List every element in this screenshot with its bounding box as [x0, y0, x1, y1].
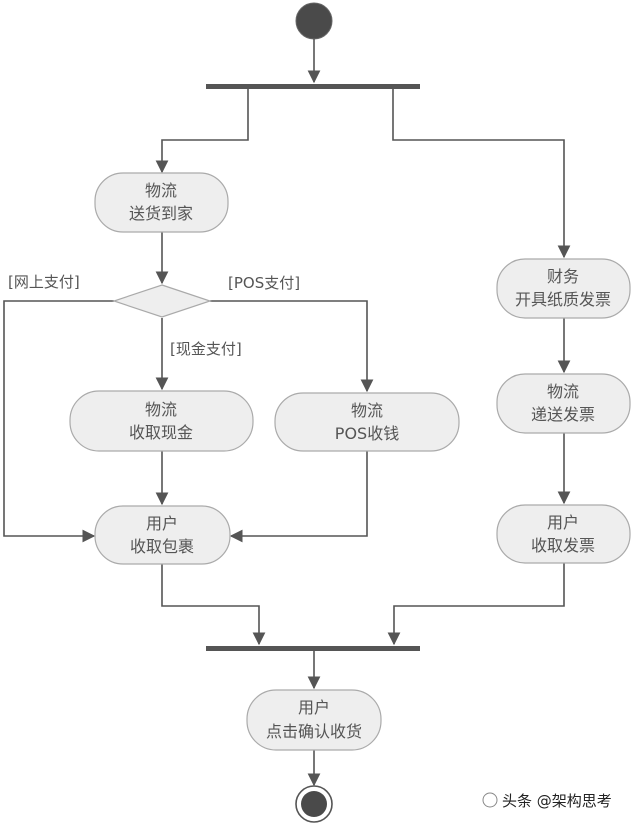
- activity-confirm-receipt-line1: 用户: [298, 698, 330, 717]
- activity-receive-package-line2: 收取包裹: [130, 537, 194, 556]
- activity-collect-cash: 物流 收取现金: [69, 390, 254, 452]
- activity-send-invoice-line1: 物流: [547, 382, 579, 401]
- activity-issue-invoice-line2: 开具纸质发票: [515, 290, 611, 309]
- activity-receive-invoice: 用户 收取发票: [496, 504, 631, 564]
- activity-pos-collect-line2: POS收钱: [335, 424, 399, 443]
- edge-receive-invoice-to-join: [387, 563, 565, 646]
- activity-collect-cash-line2: 收取现金: [129, 423, 193, 442]
- activity-send-invoice-line2: 递送发票: [531, 405, 595, 424]
- fork-bar: [206, 84, 420, 89]
- edge-decision-to-receive-online: [3, 300, 114, 543]
- edge-fork-to-invoice: [392, 89, 571, 259]
- watermark: 头条 @架构思考: [482, 792, 612, 810]
- activity-deliver-line2: 送货到家: [129, 204, 193, 223]
- payment-decision: [112, 284, 212, 318]
- activity-issue-invoice: 财务 开具纸质发票: [496, 258, 631, 319]
- join-bar: [206, 646, 420, 651]
- activity-receive-invoice-line1: 用户: [547, 513, 579, 532]
- activity-send-invoice: 物流 递送发票: [496, 373, 631, 434]
- activity-deliver-line1: 物流: [145, 181, 177, 200]
- activity-confirm-receipt-line2: 点击确认收货: [266, 722, 362, 741]
- guard-online: [网上支付]: [8, 273, 80, 291]
- end-node-inner: [301, 791, 327, 817]
- watermark-icon: [482, 792, 498, 808]
- activity-pos-collect: 物流 POS收钱: [274, 392, 460, 452]
- activity-receive-package: 用户 收取包裹: [94, 505, 231, 565]
- activity-receive-package-line1: 用户: [146, 514, 178, 533]
- start-node: [295, 2, 333, 40]
- edge-fork-to-deliver: [155, 89, 249, 174]
- activity-pos-collect-line1: 物流: [351, 401, 383, 420]
- edges: [3, 39, 571, 787]
- edge-receive-to-join: [161, 564, 266, 646]
- activity-confirm-receipt: 用户 点击确认收货: [246, 689, 382, 751]
- activity-issue-invoice-line1: 财务: [547, 267, 579, 286]
- edge-pos-to-receive: [229, 451, 368, 543]
- activity-deliver: 物流 送货到家: [94, 172, 229, 233]
- guard-cash: [现金支付]: [170, 340, 242, 358]
- activity-collect-cash-line1: 物流: [145, 400, 177, 419]
- edge-decision-to-pos: [210, 300, 374, 393]
- activity-receive-invoice-line2: 收取发票: [531, 536, 595, 555]
- guard-pos: [POS支付]: [228, 274, 300, 292]
- watermark-text: 头条 @架构思考: [502, 792, 612, 810]
